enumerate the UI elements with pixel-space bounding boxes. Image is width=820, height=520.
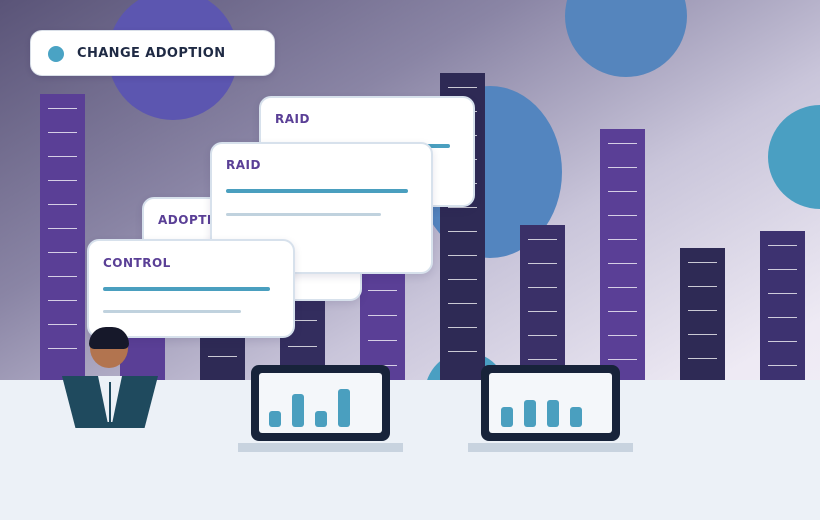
bg-circle xyxy=(768,105,820,209)
chart-bar xyxy=(524,400,536,427)
card-control: CONTROL xyxy=(87,239,295,338)
bg-circle xyxy=(565,0,687,77)
building xyxy=(680,248,725,384)
building xyxy=(600,129,645,384)
chart-bar xyxy=(570,407,582,427)
chart-bar xyxy=(292,394,304,427)
card-title: RAID xyxy=(275,112,310,126)
laptop xyxy=(468,365,633,453)
laptop-base xyxy=(238,443,403,452)
laptop-base xyxy=(468,443,633,452)
laptop-display xyxy=(489,373,612,433)
laptop-screen xyxy=(481,365,620,441)
person xyxy=(60,327,160,428)
chart-bar xyxy=(547,400,559,427)
laptop xyxy=(238,365,403,453)
chart-bar xyxy=(338,389,350,427)
change-adoption-badge: CHANGE ADOPTION xyxy=(30,30,275,76)
building xyxy=(520,225,565,384)
status-dot-icon xyxy=(48,46,64,62)
chart-bar xyxy=(315,411,327,427)
person-tie xyxy=(109,382,111,422)
building xyxy=(760,231,805,384)
chart-bar xyxy=(501,407,513,427)
laptop-screen xyxy=(251,365,390,441)
person-hair xyxy=(89,327,129,349)
chart-bar xyxy=(269,411,281,427)
card-title: CONTROL xyxy=(103,256,171,270)
building xyxy=(40,94,85,384)
badge-label: CHANGE ADOPTION xyxy=(77,46,226,61)
laptop-display xyxy=(259,373,382,433)
card-title: RAID xyxy=(226,158,261,172)
